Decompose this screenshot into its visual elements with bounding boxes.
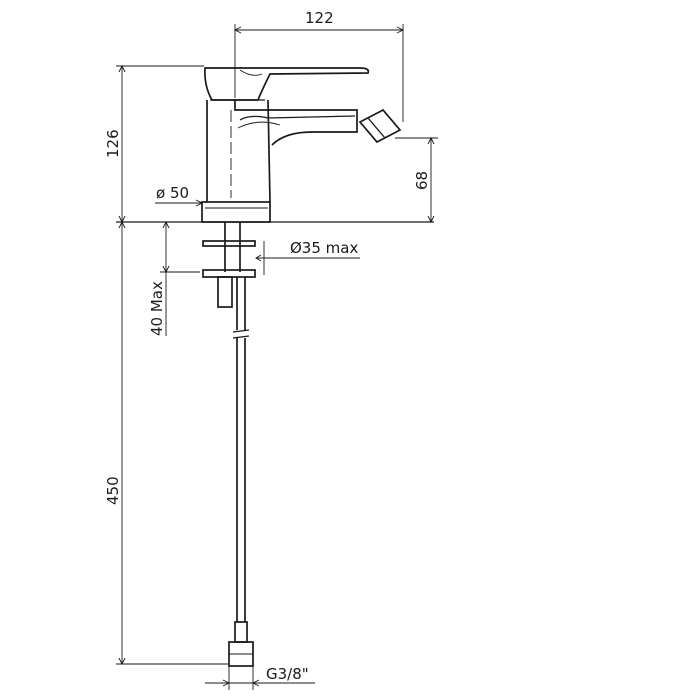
- dim-width-total-label: 122: [305, 9, 334, 27]
- dim-hole-diameter-label: Ø35 max: [290, 239, 358, 257]
- dim-body-diameter: ø 50: [155, 184, 204, 207]
- dim-spray-height: 68: [395, 136, 438, 224]
- dim-hole-diameter: Ø35 max: [255, 239, 360, 275]
- dim-spray-height-label: 68: [413, 171, 431, 190]
- flexible-hose: [228, 277, 254, 667]
- dim-hose-length: 450: [104, 220, 228, 666]
- spout: [234, 100, 358, 146]
- dim-deck-thickness-label: 40 Max: [148, 281, 166, 336]
- dim-body-diameter-label: ø 50: [156, 184, 189, 202]
- dim-hose-length-label: 450: [104, 476, 122, 505]
- dim-height-spout-label: 126: [104, 129, 122, 158]
- dim-width-total: 122: [233, 9, 405, 122]
- dim-thread-label: G3/8": [266, 665, 309, 683]
- faucet-body: [201, 67, 402, 223]
- cartridge-housing: [206, 99, 271, 203]
- faucet-base: [201, 201, 271, 223]
- mounting-hardware: [202, 222, 256, 308]
- dim-deck-thickness: 40 Max: [148, 220, 200, 336]
- lever-handle: [204, 67, 370, 101]
- spray-nozzle: [358, 108, 402, 144]
- dim-thread: G3/8": [205, 665, 315, 690]
